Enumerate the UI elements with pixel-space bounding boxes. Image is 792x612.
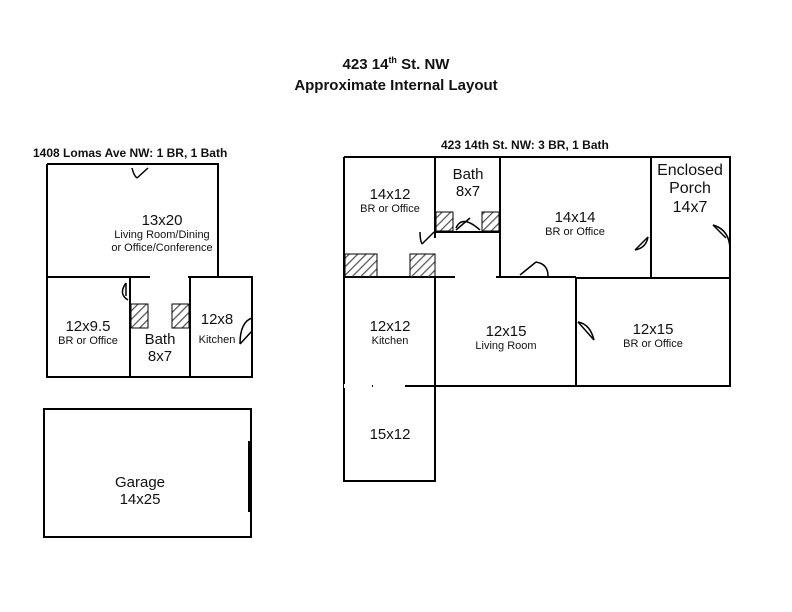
right-br3-use: BR or Office	[623, 338, 683, 351]
right-br1-use: BR or Office	[360, 203, 420, 216]
left-kitchen-use: Kitchen	[198, 334, 236, 347]
left-bath-name: Bath	[144, 331, 176, 348]
hatched-columns	[130, 211, 500, 329]
left-bath-size: 8x7	[147, 348, 173, 366]
garage-label: Garage 14x25	[80, 474, 200, 509]
right-kitchen-use: Kitchen	[371, 335, 409, 348]
right-unit-doors	[419, 217, 731, 341]
right-kitchen-label: 12x12 Kitchen	[346, 318, 434, 348]
right-br2-size: 14x14	[554, 209, 596, 226]
left-unit-doors	[121, 167, 253, 345]
garage-name: Garage	[114, 474, 166, 491]
left-bedroom-size: 12x9.5	[65, 318, 111, 335]
right-living-room-size: 12x15	[485, 323, 527, 340]
garage-size: 14x25	[119, 491, 161, 509]
right-bath-label: Bath 8x7	[437, 166, 499, 201]
right-br3-size: 12x15	[632, 321, 674, 338]
page-subtitle: Approximate Internal Layout	[294, 77, 498, 94]
left-kitchen-size: 12x8	[200, 311, 234, 328]
right-porch-name-2: Porch	[669, 180, 711, 198]
garage-walls	[43, 408, 252, 538]
right-bath-name: Bath	[452, 166, 484, 183]
title-street: St. NW	[396, 56, 450, 73]
right-br2-use: BR or Office	[545, 226, 605, 239]
right-unit-walls	[343, 156, 731, 482]
right-br1-label: 14x12 BR or Office	[346, 186, 434, 216]
left-bedroom-label: 12x9.5 BR or Office	[52, 318, 124, 348]
right-porch-size: 14x7	[672, 198, 708, 216]
title-superscript: th	[388, 55, 397, 65]
right-kitchen-size: 12x12	[369, 318, 411, 335]
left-living-room-label: 13x20 Living Room/Dining or Office/Confe…	[82, 212, 242, 255]
left-living-room-use-1: Living Room/Dining	[114, 229, 210, 242]
page-title: 423 14th St. NW	[0, 55, 792, 73]
left-kitchen-label: 12x8 Kitchen	[192, 311, 242, 347]
left-bath-label: Bath 8x7	[132, 331, 188, 366]
right-br1-size: 14x12	[369, 186, 411, 203]
title-address: 423 14	[342, 56, 389, 73]
right-br2-label: 14x14 BR or Office	[510, 209, 640, 239]
right-bath-size: 8x7	[455, 183, 481, 201]
left-bedroom-use: BR or Office	[58, 335, 118, 348]
right-unit-heading: 423 14th St. NW: 3 BR, 1 Bath	[441, 138, 609, 152]
right-porch-name-1: Enclosed	[657, 162, 723, 179]
right-living-room-label: 12x15 Living Room	[437, 323, 575, 353]
left-unit-walls	[46, 163, 253, 378]
right-extra-room-size: 15x12	[369, 426, 411, 443]
right-living-room-use: Living Room	[475, 340, 537, 353]
right-br3-label: 12x15 BR or Office	[578, 321, 728, 351]
door-gaps	[151, 275, 495, 388]
left-living-room-use-2: or Office/Conference	[111, 241, 213, 254]
right-porch-label: Enclosed Porch 14x7	[652, 162, 728, 217]
left-living-room-size: 13x20	[141, 212, 183, 229]
left-unit-heading: 1408 Lomas Ave NW: 1 BR, 1 Bath	[33, 146, 228, 160]
right-extra-room-label: 15x12	[346, 426, 434, 443]
